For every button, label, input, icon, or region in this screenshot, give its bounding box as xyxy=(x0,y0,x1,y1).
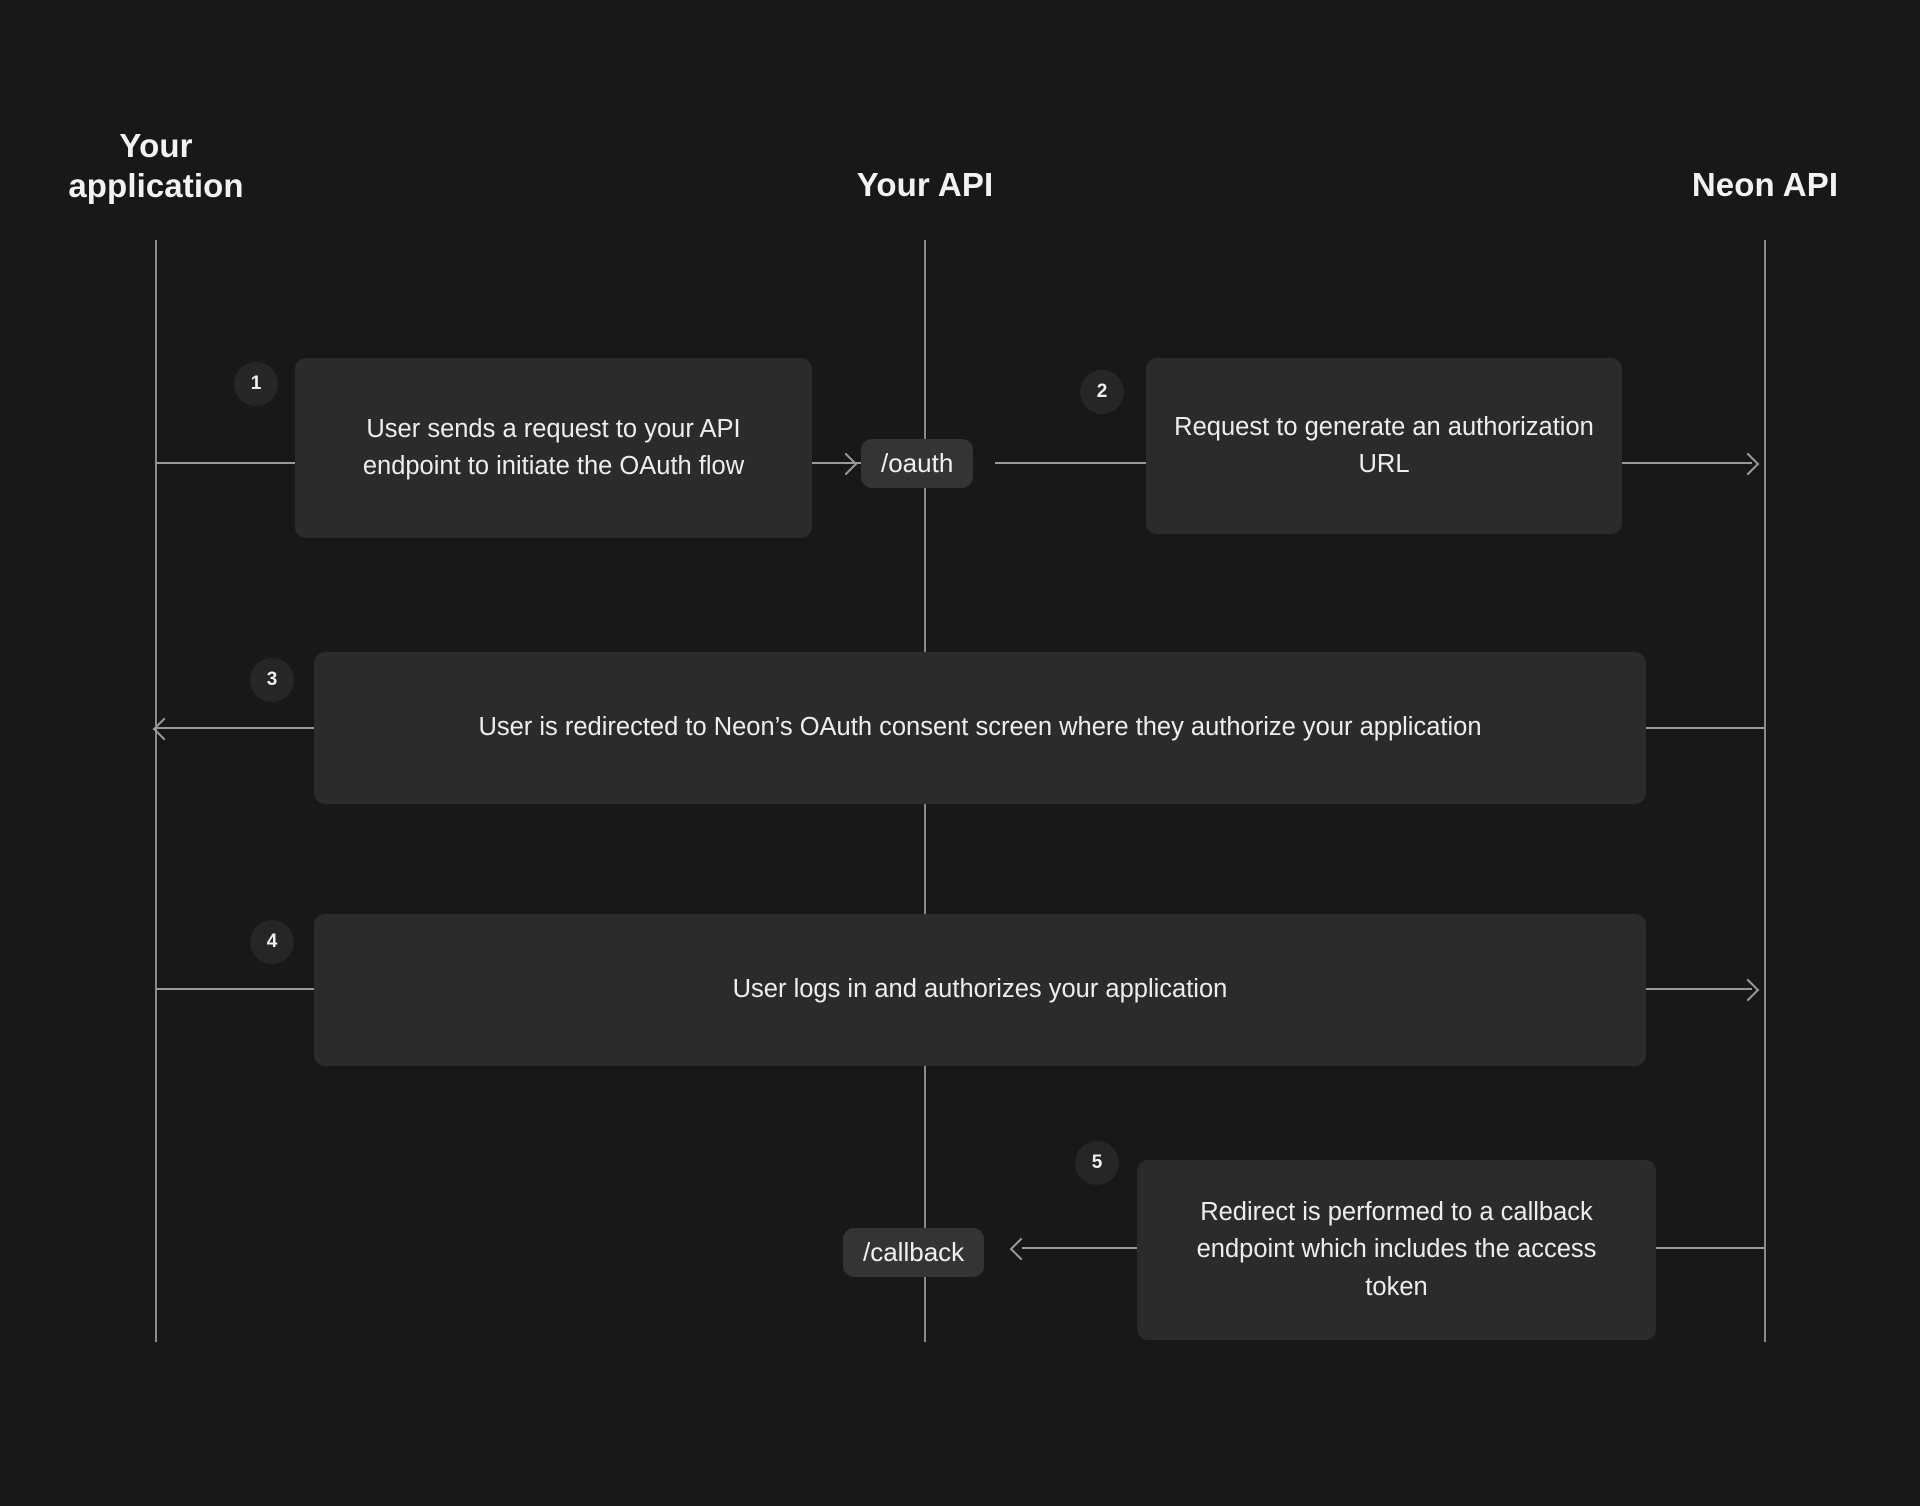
step-box-5: Redirect is performed to a callback endp… xyxy=(1137,1160,1656,1340)
step-box-3: User is redirected to Neon’s OAuth conse… xyxy=(314,652,1646,804)
step-badge-2: 2 xyxy=(1080,370,1124,414)
step-text-2: Request to generate an authorization URL xyxy=(1174,412,1594,478)
connector-step-3-out xyxy=(156,727,314,729)
step-badge-4: 4 xyxy=(250,920,294,964)
lifeline-your-application xyxy=(155,240,157,1342)
lifeline-neon-api xyxy=(1764,240,1766,1342)
arrowhead-step-2 xyxy=(1736,452,1760,476)
connector-step-4-out xyxy=(1646,988,1752,990)
step-box-4: User logs in and authorizes your applica… xyxy=(314,914,1646,1066)
actor-label-your-application: Your application xyxy=(68,127,244,205)
connector-step-3-in xyxy=(1646,727,1764,729)
endpoint-pill-oauth[interactable]: /oauth xyxy=(861,439,974,488)
step-text-5: Redirect is performed to a callback endp… xyxy=(1196,1197,1597,1301)
connector-step-5-out xyxy=(1656,1247,1764,1249)
step-box-2: Request to generate an authorization URL xyxy=(1146,358,1622,534)
connector-step-2-in xyxy=(995,462,1146,464)
actor-label-neon-api: Neon API xyxy=(1691,166,1839,203)
step-box-1: User sends a request to your API endpoin… xyxy=(295,358,812,538)
connector-step-4-in xyxy=(156,988,314,990)
arrowhead-step-4 xyxy=(1736,978,1760,1002)
step-text-3: User is redirected to Neon’s OAuth conse… xyxy=(478,713,1482,742)
step-badge-1: 1 xyxy=(234,362,278,406)
step-text-4: User logs in and authorizes your applica… xyxy=(732,975,1228,1004)
step-text-1: User sends a request to your API endpoin… xyxy=(362,414,745,480)
actor-label-your-api: Your API xyxy=(856,166,994,203)
endpoint-pill-callback[interactable]: /callback xyxy=(843,1228,985,1277)
step-badge-5: 5 xyxy=(1075,1141,1119,1185)
step-badge-3: 3 xyxy=(250,658,294,702)
connector-step-2-out xyxy=(1622,462,1752,464)
arrowhead-step-1 xyxy=(834,452,858,476)
arrowhead-step-5 xyxy=(1009,1237,1033,1261)
connector-step-5-in xyxy=(1022,1247,1138,1249)
